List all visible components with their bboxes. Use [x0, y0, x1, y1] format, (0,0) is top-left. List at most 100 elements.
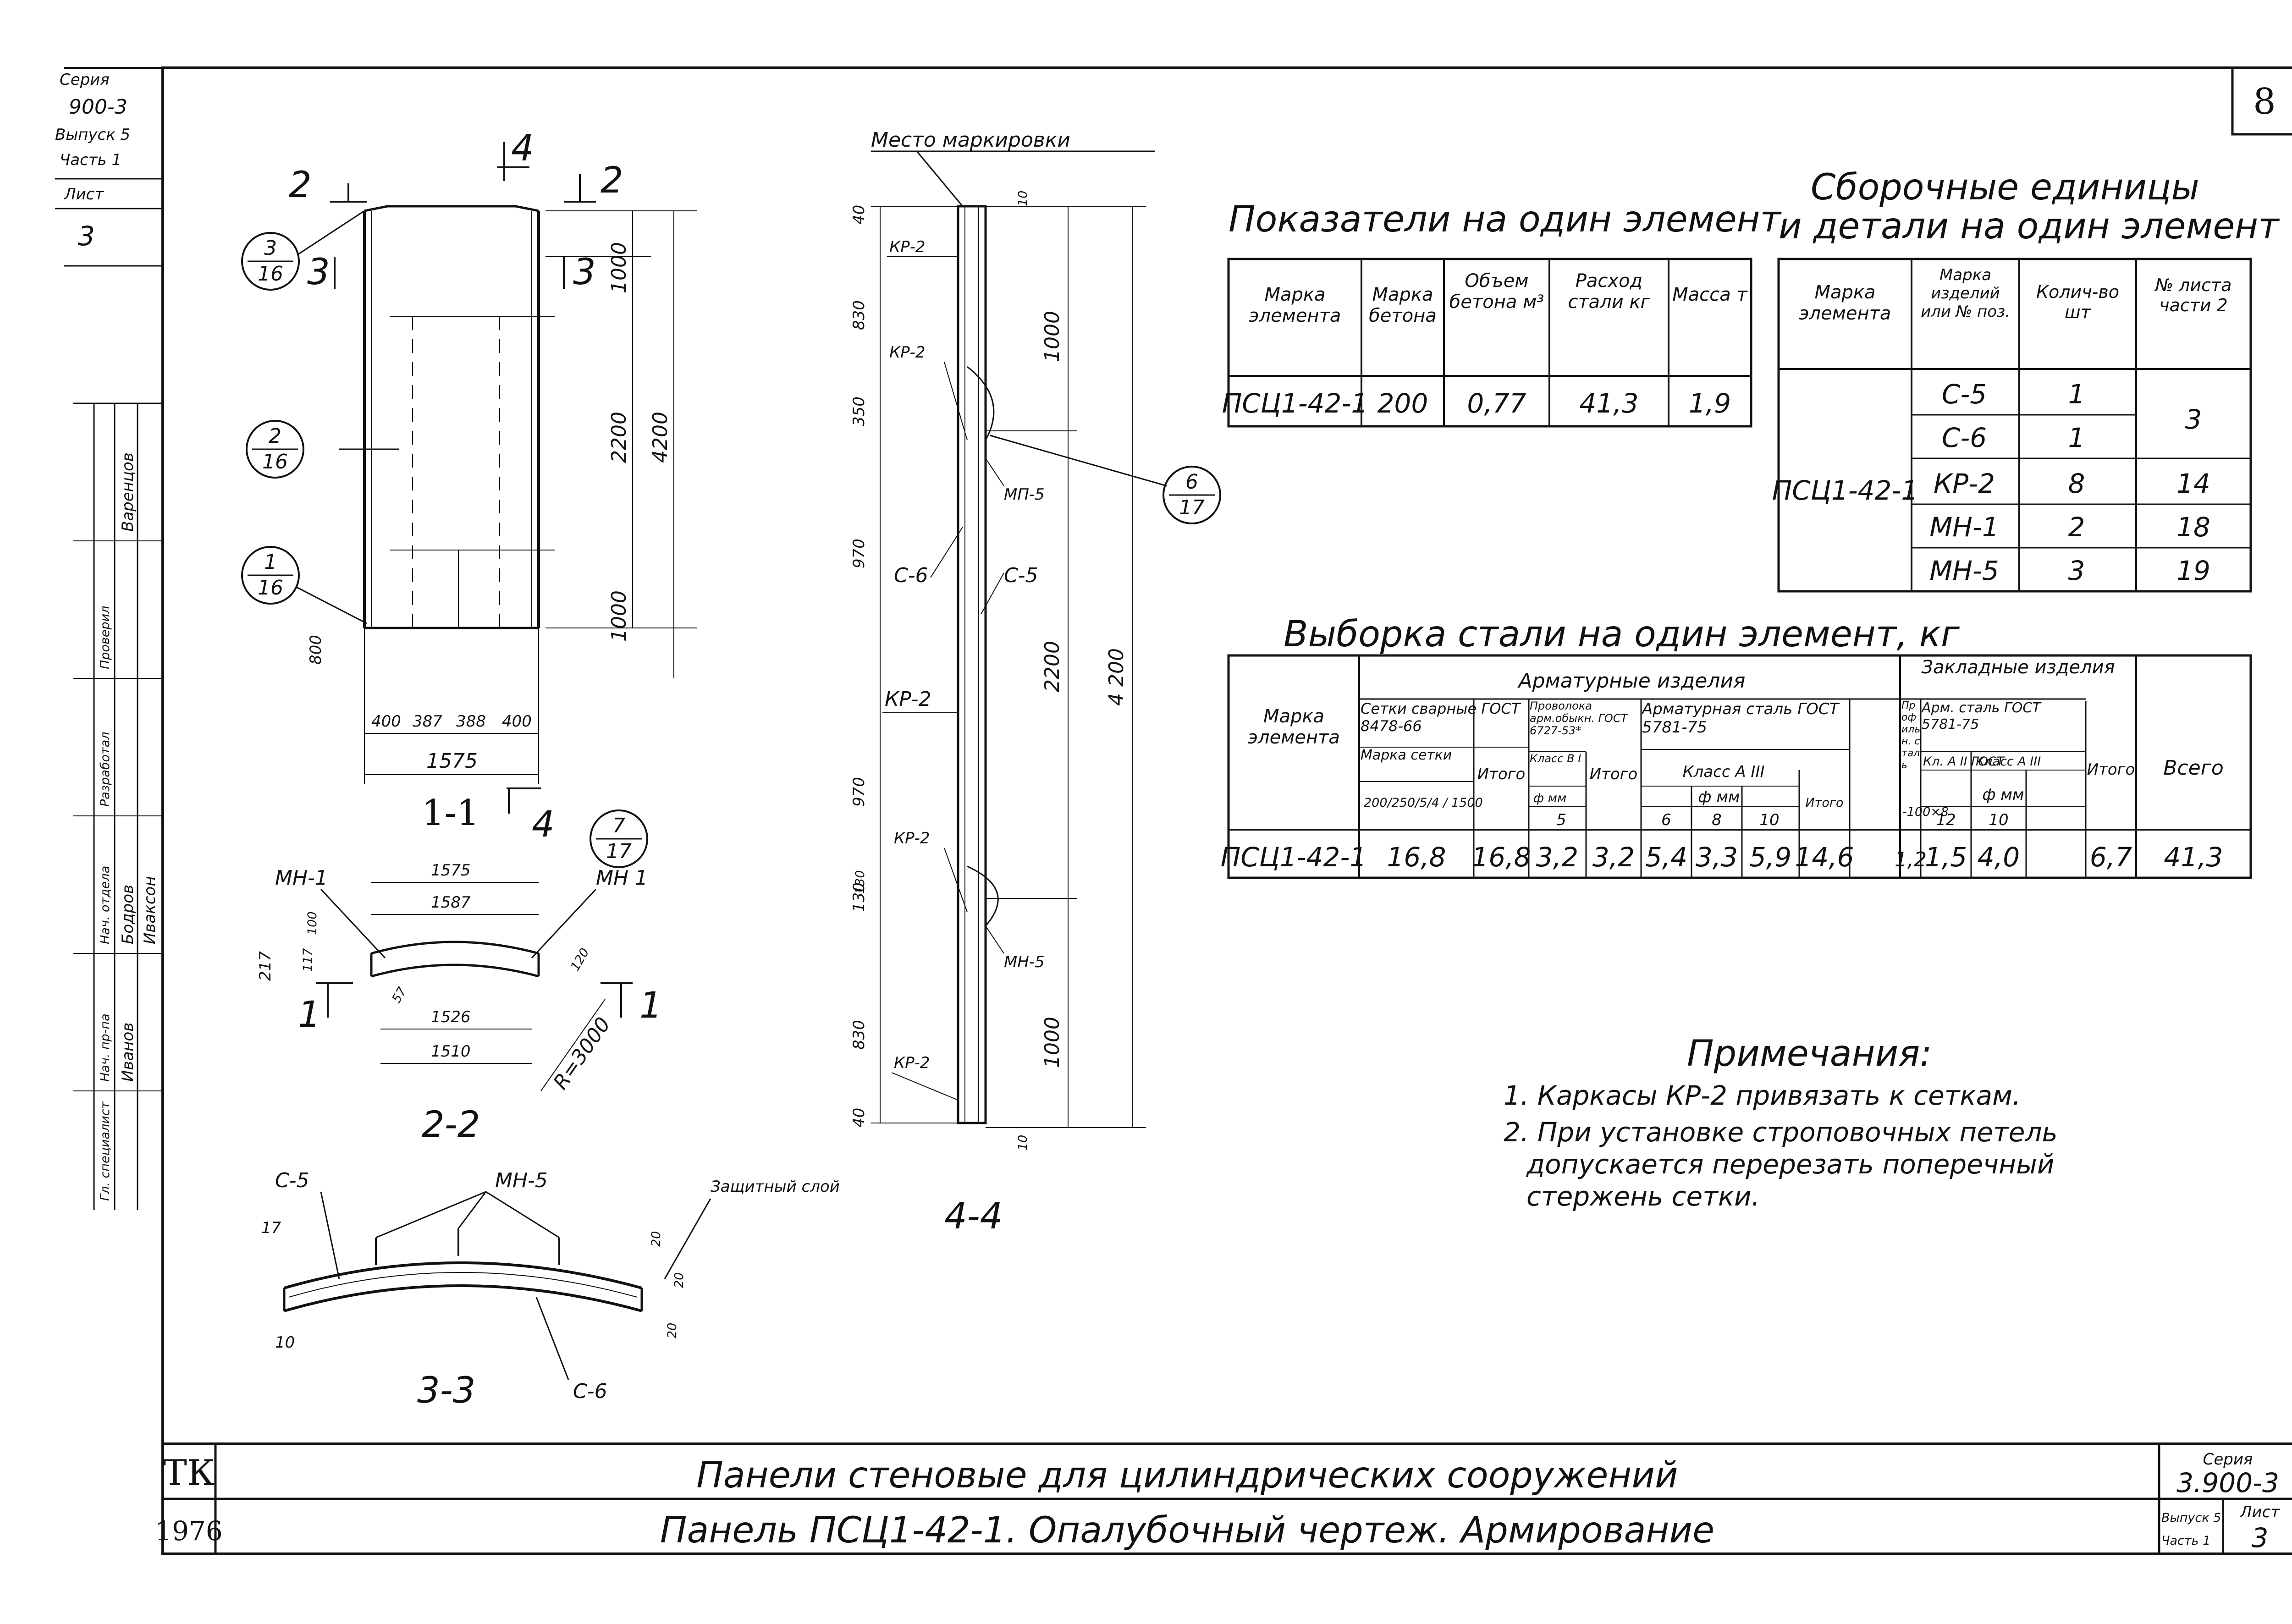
dim-44-l-130a: 130 [850, 882, 868, 912]
callout-6-17-top: 6 [1185, 470, 1198, 494]
steel-h-mesh: Сетки сварные ГОСТ 8478-66 [1361, 700, 1521, 735]
sign-role-1: Гл. специалист [98, 1101, 112, 1201]
asm-h-qty: Колич-во шт [2036, 282, 2120, 322]
dim-front-800: 800 [307, 635, 325, 665]
callout-2-16: 2 16 [246, 420, 304, 479]
dim-44-r-1000b: 1000 [1041, 1017, 1064, 1068]
cut-mark-2-right: 2 [601, 160, 623, 201]
dim-44-l-40b: 40 [850, 1108, 868, 1128]
steel-h-rebar-fi: ф мм [1698, 788, 1740, 806]
steel-h-rebar: Арматурная сталь ГОСТ 5781-75 [1642, 700, 1839, 737]
callout-7-17-bottom: 17 [606, 840, 632, 863]
dim-front-4200: 4200 [649, 412, 672, 463]
callout-3-16-top: 3 [264, 237, 277, 260]
side-stamp: Серия 900-3 Выпуск 5 Часть 1 Лист 3 Гл. … [55, 71, 163, 1210]
steel-mesh: 16,8 [1387, 842, 1446, 873]
dim-3-3-10: 10 [275, 1333, 295, 1352]
steel-emb-d10: 4,0 [1978, 842, 2020, 873]
steel-h-itogo-rebar: Итого [1805, 796, 1843, 810]
dim-44-r-2200: 2200 [1041, 641, 1064, 692]
dim-front-2200: 2200 [607, 412, 631, 463]
dim-front-400-l: 400 [371, 712, 401, 731]
steel-h-itogo-embed: Итого [2087, 760, 2135, 779]
steel-h-wire: Проволока арм.обыкн. ГОСТ 6727-53* [1530, 700, 1628, 737]
label-44-kr2-2: КР-2 [889, 343, 926, 362]
label-44-c6: С-6 [894, 564, 928, 587]
steel-h-emb-cls1: Кл. А II ГОСТ [1923, 754, 2005, 769]
section-4-4: Место маркировки 40 830 350 970 970 130 … [850, 128, 1155, 1237]
dim-44-r-1000a: 1000 [1041, 311, 1064, 362]
label-44-mn5: МН-5 [1004, 953, 1045, 971]
tb-part: Часть 1 [2161, 1534, 2210, 1548]
sign-role-3: Нач. отдела [98, 866, 112, 944]
callout-1-16-top: 1 [264, 551, 277, 574]
ind-h-concrete: Марка бетона [1369, 284, 1437, 326]
marking-label: Место маркировки [871, 128, 1070, 152]
assembly-table: Сборочные единицы и детали на один элеме… [1772, 167, 2280, 593]
asm-h-item: Марка изделий или № поз. [1921, 266, 2010, 321]
cut-mark-2-left: 2 [289, 165, 312, 206]
steel-h-emb-d10: 10 [1989, 811, 2008, 829]
steel-d8: 3,3 [1696, 842, 1738, 873]
assembly-title-2: и детали на один элемент [1779, 206, 2280, 247]
steel-h-wire-fi: ф мм [1533, 791, 1566, 805]
asm-r4-item: МН-1 [1929, 512, 1999, 543]
steel-h-wire-class: Класс В I [1530, 753, 1581, 765]
ind-h-element: Марка элемента [1249, 284, 1341, 326]
steel-embed-total: 6,7 [2090, 842, 2132, 873]
callout-3-16-bottom: 16 [258, 262, 283, 286]
callout-1-16: 1 16 [241, 546, 367, 624]
tb-issue: Выпуск 5 [2161, 1511, 2221, 1525]
cut-mark-1-right: 1 [639, 985, 662, 1026]
steel-profile: 1,2 [1895, 848, 1927, 871]
side-issue-label: Выпуск 5 [55, 126, 130, 144]
asm-r3-item: КР-2 [1934, 468, 1995, 499]
label-44-kr2-3: КР-2 [885, 688, 931, 711]
sign-name-4: Иваксон [141, 876, 159, 944]
dim-front-400-r: 400 [502, 712, 532, 731]
dim-sec-radius: R=3000 [549, 1013, 615, 1094]
steel-h-emb-fi: ф мм [1982, 786, 2024, 804]
tb-year: 1976 [155, 1515, 223, 1547]
dim-44-r-10a: 10 [1016, 191, 1030, 206]
ind-h-mass: Масса т [1672, 284, 1747, 305]
label-3-3-c5: С-5 [275, 1169, 309, 1192]
label-44-c5: С-5 [1004, 564, 1038, 587]
asm-element: ПСЦ1-42-1 [1772, 475, 1918, 506]
dim-sec-1575: 1575 [431, 861, 471, 880]
label-44-kr2-4: КР-2 [894, 829, 930, 848]
notes: Примечания: 1. Каркасы КР-2 привязать к … [1504, 1033, 2058, 1212]
steel-table: Выборка стали на один элемент, кг [1221, 614, 2252, 879]
callout-2-16-bottom: 16 [262, 450, 288, 473]
tb-series-label: Серия [2203, 1450, 2253, 1469]
asm-h-element: Марка элемента [1799, 282, 1891, 324]
callout-1-16-bottom: 16 [258, 576, 283, 600]
steel-h-itogo-wire: Итого [1590, 765, 1638, 783]
dim-44-r-10b: 10 [1016, 1135, 1030, 1151]
dim-44-l-830a: 830 [850, 300, 868, 330]
label-44-kr2-1: КР-2 [889, 238, 926, 256]
dim-sec-217: 217 [256, 951, 275, 981]
asm-r3-qty: 8 [2068, 468, 2085, 499]
asm-r5-qty: 3 [2068, 555, 2085, 586]
steel-h-arm: Арматурные изделия [1517, 669, 1745, 693]
dim-front-387: 387 [413, 712, 442, 731]
side-series-value: 900-3 [69, 95, 127, 119]
ind-element: ПСЦ1-42-1 [1222, 388, 1368, 419]
dim-3-3-20a: 20 [649, 1231, 663, 1247]
steel-h-rebar-d10: 10 [1759, 811, 1779, 829]
asm-r1-item: С-5 [1942, 379, 1987, 410]
dim-sec-1510: 1510 [431, 1042, 471, 1061]
dim-3-3-20c: 20 [665, 1323, 679, 1338]
steel-wire: 3,2 [1536, 842, 1578, 873]
steel-wire-total: 3,2 [1592, 842, 1635, 873]
steel-d10: 5,9 [1749, 842, 1791, 873]
dim-3-3-20b: 20 [672, 1272, 686, 1288]
steel-h-emb-cls2: Класс А III [1976, 754, 2041, 769]
label-3-3-c6: С-6 [573, 1380, 607, 1403]
dim-front-1575: 1575 [426, 749, 478, 773]
callout-7-17: 7 17 [590, 809, 648, 868]
section-3-3: С-5 МН-5 С-6 Защитный слой 17 10 20 20 2… [261, 1169, 840, 1411]
asm-r2-qty: 1 [2068, 422, 2085, 453]
dim-sec-57: 57 [389, 985, 409, 1005]
